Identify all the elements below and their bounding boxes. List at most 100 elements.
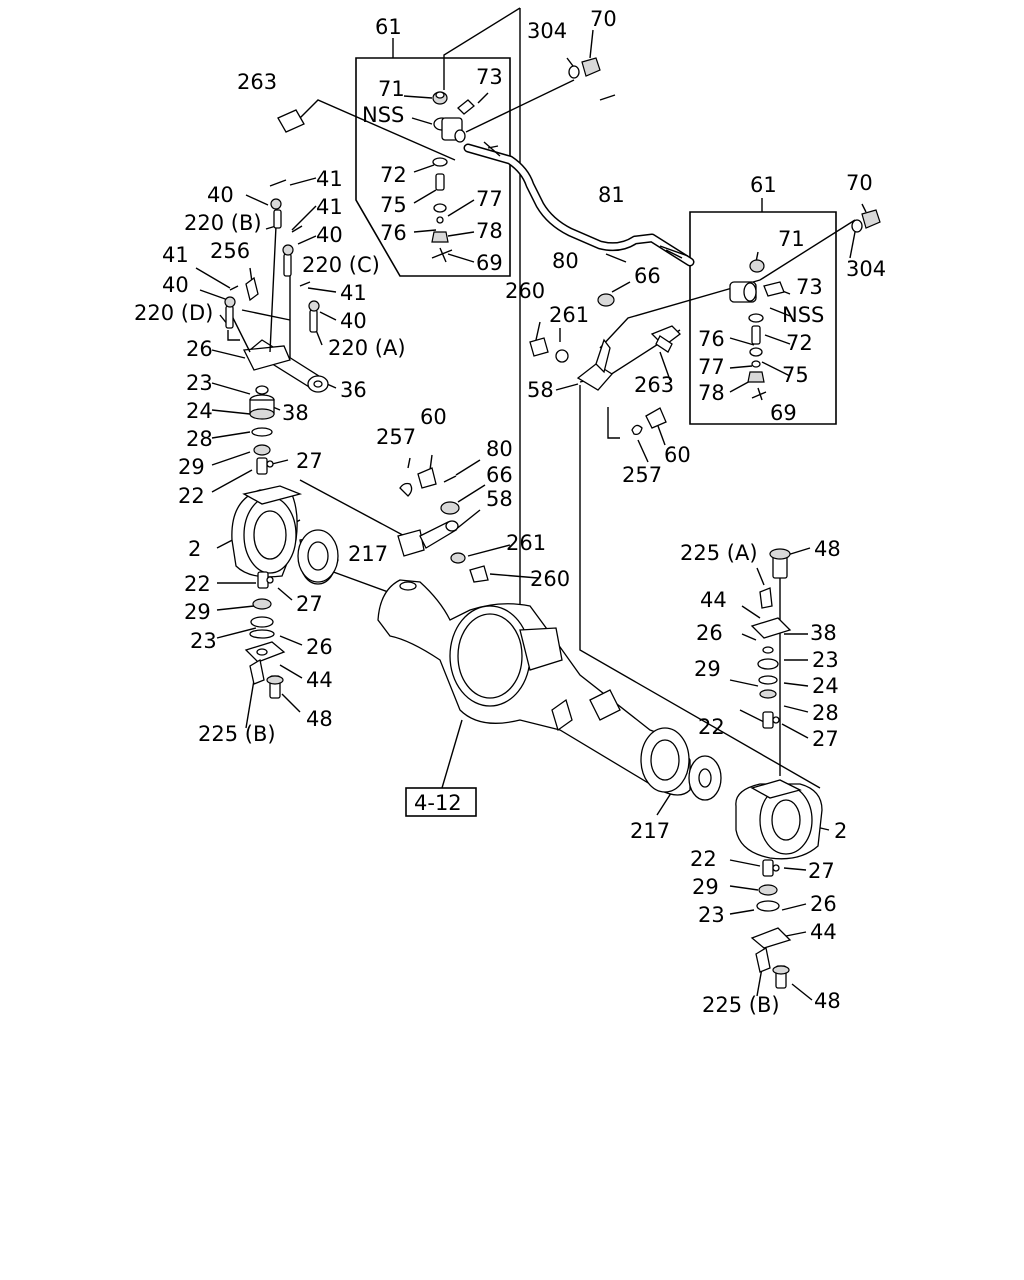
callout-261-top: 261 <box>549 303 589 327</box>
callout-27-d: 27 <box>808 859 835 883</box>
center-bracket-parts <box>397 467 489 583</box>
callout-73-left: 73 <box>476 65 503 89</box>
callout-80-center: 80 <box>486 437 513 461</box>
callout-29-d: 29 <box>692 875 719 899</box>
callout-225b-left: 225 (B) <box>198 722 276 746</box>
callout-220b: 220 (B) <box>184 211 262 235</box>
callout-58-center: 58 <box>486 487 513 511</box>
callout-48-a: 48 <box>306 707 333 731</box>
callout-263-right: 263 <box>634 373 674 397</box>
callout-40-d: 40 <box>340 309 367 333</box>
callout-260-top: 260 <box>505 279 545 303</box>
callout-70-right: 70 <box>846 171 873 195</box>
callout-80-top: 80 <box>552 249 579 273</box>
callout-28-b: 28 <box>812 701 839 725</box>
backing-plate-left <box>297 529 339 583</box>
callout-76-left: 76 <box>380 221 407 245</box>
callout-29-a: 29 <box>178 455 205 479</box>
callout-24-a: 24 <box>186 399 213 423</box>
callout-48-c: 48 <box>814 989 841 1013</box>
callout-60-center: 60 <box>420 405 447 429</box>
reference-box-4-12 <box>405 787 477 817</box>
left-kingpin-upper <box>249 385 275 475</box>
callout-29-b: 29 <box>184 600 211 624</box>
callout-304-right: 304 <box>846 257 886 281</box>
callout-24-b: 24 <box>812 674 839 698</box>
callout-27-c: 27 <box>812 727 839 751</box>
callout-2-left: 2 <box>188 537 201 561</box>
callout-48-b: 48 <box>814 537 841 561</box>
callout-27-a: 27 <box>296 449 323 473</box>
callout-40-a: 40 <box>207 183 234 207</box>
callout-38-b: 38 <box>810 621 837 645</box>
axle-housing <box>377 579 722 801</box>
callout-71-right: 71 <box>778 227 805 251</box>
callout-72-left: 72 <box>380 163 407 187</box>
callout-225a: 225 (A) <box>680 541 758 565</box>
callout-28-a: 28 <box>186 427 213 451</box>
callout-61-right: 61 <box>750 173 777 197</box>
callout-nss-right: NSS <box>782 303 824 327</box>
callout-22-a: 22 <box>178 484 205 508</box>
callout-77-right: 77 <box>698 355 725 379</box>
callout-257-center: 257 <box>376 425 416 449</box>
steering-linkage <box>224 179 329 393</box>
callout-26-c: 26 <box>696 621 723 645</box>
nuts-70-304 <box>277 57 881 233</box>
right-knuckle <box>735 779 823 860</box>
callout-217-left: 217 <box>348 542 388 566</box>
callout-labels: 61 304 70 263 71 73 NSS 72 75 77 76 78 6… <box>134 7 886 1017</box>
assembly-box-61-left <box>355 57 511 277</box>
callout-29-c: 29 <box>694 657 721 681</box>
callout-69-left: 69 <box>476 251 503 275</box>
callout-nss-left: NSS <box>362 103 404 127</box>
callout-41-a: 41 <box>316 167 343 191</box>
callout-78-right: 78 <box>698 381 725 405</box>
callout-26-d: 26 <box>810 892 837 916</box>
leader-lines <box>195 7 867 1001</box>
callout-220c: 220 (C) <box>302 253 380 277</box>
callout-70-top: 70 <box>590 7 617 31</box>
callout-36: 36 <box>340 378 367 402</box>
callout-4-12: 4-12 <box>414 791 462 815</box>
callout-38-a: 38 <box>282 401 309 425</box>
callout-23-c: 23 <box>812 648 839 672</box>
callout-66-top: 66 <box>634 264 661 288</box>
callout-66-center: 66 <box>486 463 513 487</box>
callout-23-b: 23 <box>190 629 217 653</box>
callout-220d: 220 (D) <box>134 301 213 325</box>
callout-60-right: 60 <box>664 443 691 467</box>
callout-71-left: 71 <box>378 77 405 101</box>
callout-41-b: 41 <box>316 195 343 219</box>
callout-217-right: 217 <box>630 819 670 843</box>
callout-61-left: 61 <box>375 15 402 39</box>
right-kingpin-lower <box>750 859 792 989</box>
callout-72-right: 72 <box>786 331 813 355</box>
callout-27-b: 27 <box>296 592 323 616</box>
parts-right-box <box>650 259 785 401</box>
parts-left-box <box>431 91 475 263</box>
callout-22-d: 22 <box>690 847 717 871</box>
callout-263-left: 263 <box>237 70 277 94</box>
callout-22-c: 22 <box>698 715 725 739</box>
callout-81: 81 <box>598 183 625 207</box>
callout-40-c: 40 <box>162 273 189 297</box>
left-kingpin-lower <box>244 571 286 699</box>
callout-2-right: 2 <box>834 819 847 843</box>
callout-41-c: 41 <box>162 243 189 267</box>
callout-26-a: 26 <box>186 337 213 361</box>
callout-44-b: 44 <box>700 588 727 612</box>
callout-41-d: 41 <box>340 281 367 305</box>
callout-77-left: 77 <box>476 187 503 211</box>
callout-76-right: 76 <box>698 327 725 351</box>
callout-23-a: 23 <box>186 371 213 395</box>
right-kingpin-upper <box>750 548 792 729</box>
callout-22-b: 22 <box>184 572 211 596</box>
callout-261-center: 261 <box>506 531 546 555</box>
callout-44-a: 44 <box>306 668 333 692</box>
callout-44-c: 44 <box>810 920 837 944</box>
stabilizer-bar <box>463 141 695 267</box>
callout-256: 256 <box>210 239 250 263</box>
callout-260-center: 260 <box>530 567 570 591</box>
